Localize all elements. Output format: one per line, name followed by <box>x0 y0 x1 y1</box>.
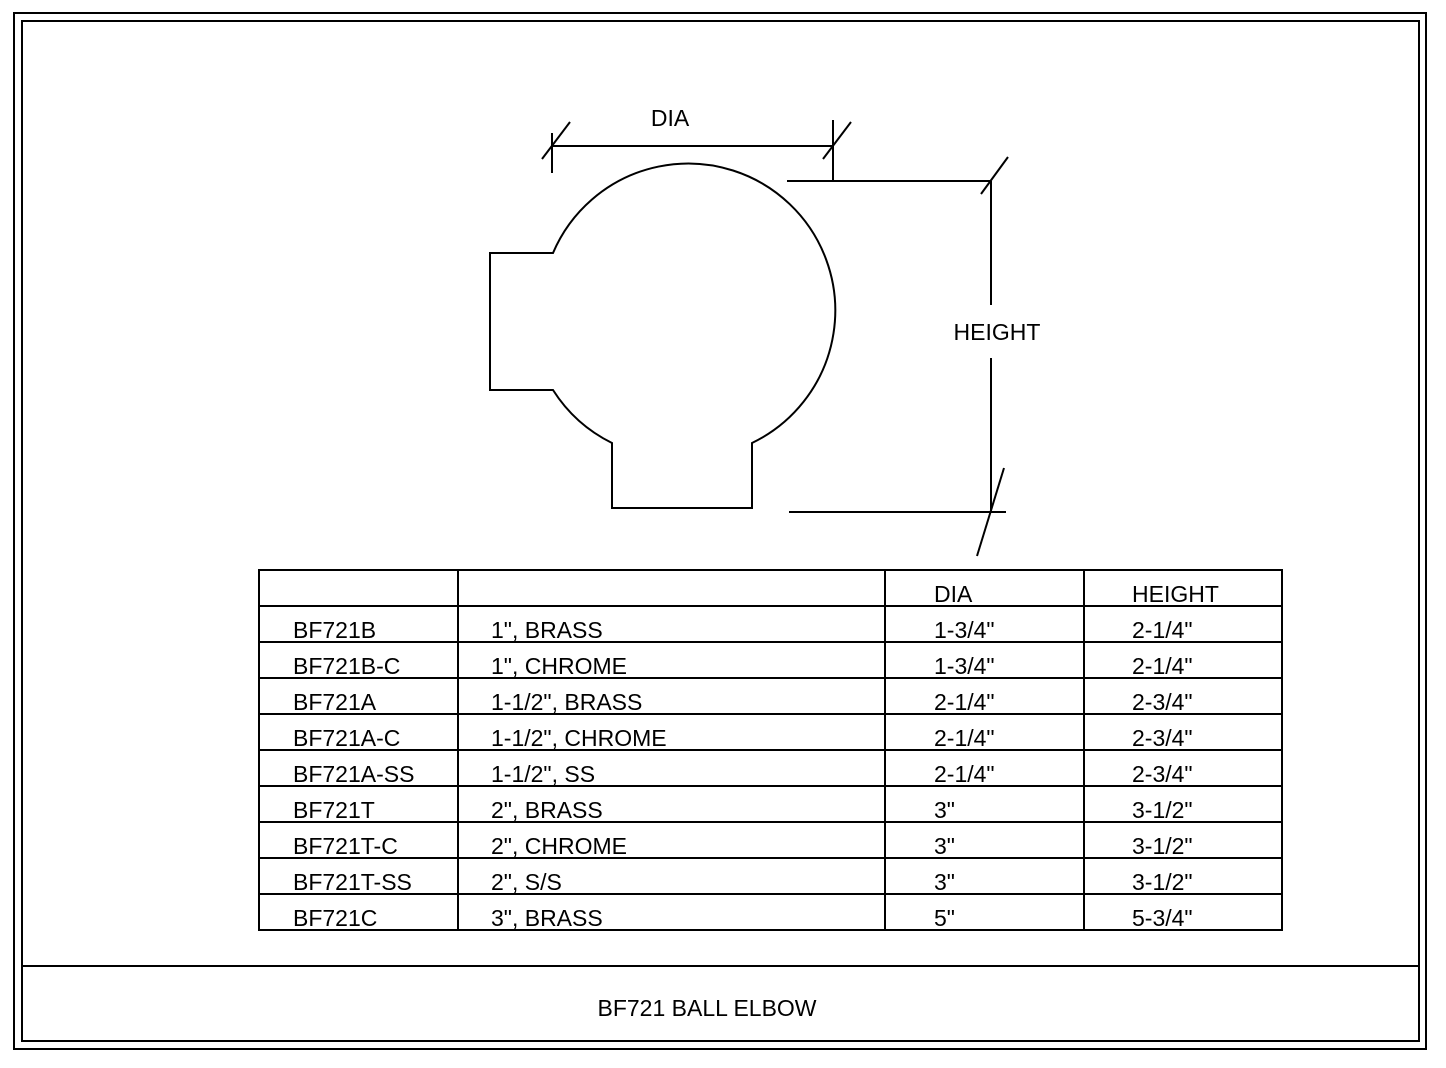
cell-description: 1", CHROME <box>457 641 886 679</box>
cell-dia: 3" <box>884 821 1085 859</box>
cell-description: 1-1/2", SS <box>457 749 886 787</box>
height-label: HEIGHT <box>954 319 1041 345</box>
cell-dia: 3" <box>884 857 1085 895</box>
cell-description: 1", BRASS <box>457 605 886 643</box>
cell-height: 2-1/4" <box>1083 641 1283 679</box>
height-tick-top <box>980 156 1009 195</box>
cell-part-number: BF721T-SS <box>258 857 459 895</box>
table-header-row: DIA HEIGHT <box>258 569 1283 607</box>
cell-description: 1-1/2", CHROME <box>457 713 886 751</box>
cell-height: 3-1/2" <box>1083 857 1283 895</box>
cell-dia: 1-3/4" <box>884 641 1085 679</box>
cell-height: 3-1/2" <box>1083 785 1283 823</box>
cell-dia: 2-1/4" <box>884 677 1085 715</box>
cell-description: 3", BRASS <box>457 893 886 931</box>
cell-description: 2", CHROME <box>457 821 886 859</box>
cell-description: 2", BRASS <box>457 785 886 823</box>
cell-dia: 3" <box>884 785 1085 823</box>
drawing-title: BF721 BALL ELBOW <box>597 995 817 1021</box>
cell-description: 1-1/2", BRASS <box>457 677 886 715</box>
dia-tick-left <box>541 121 571 160</box>
cell-part-number: BF721A-SS <box>258 749 459 787</box>
cell-part-number: BF721A-C <box>258 713 459 751</box>
cell-dia: 2-1/4" <box>884 749 1085 787</box>
ball-elbow-outline <box>489 162 837 509</box>
header-description <box>457 569 886 607</box>
dia-tick-right <box>822 121 852 160</box>
drawing-frame-inner <box>21 20 1420 1042</box>
cell-description: 2", S/S <box>457 857 886 895</box>
height-tick-bottom <box>976 467 1005 557</box>
dia-label: DIA <box>651 105 690 131</box>
cell-height: 2-1/4" <box>1083 605 1283 643</box>
header-dia: DIA <box>884 569 1085 607</box>
header-part-number <box>258 569 459 607</box>
cell-part-number: BF721A <box>258 677 459 715</box>
cell-part-number: BF721B-C <box>258 641 459 679</box>
drawing-frame-outer <box>13 12 1427 1050</box>
title-block-divider <box>21 965 1420 967</box>
cell-height: 2-3/4" <box>1083 677 1283 715</box>
header-height: HEIGHT <box>1083 569 1283 607</box>
cell-dia: 5" <box>884 893 1085 931</box>
cell-part-number: BF721C <box>258 893 459 931</box>
cell-part-number: BF721T <box>258 785 459 823</box>
cell-height: 3-1/2" <box>1083 821 1283 859</box>
cell-part-number: BF721T-C <box>258 821 459 859</box>
cell-height: 2-3/4" <box>1083 713 1283 751</box>
cell-part-number: BF721B <box>258 605 459 643</box>
cell-height: 5-3/4" <box>1083 893 1283 931</box>
cell-dia: 1-3/4" <box>884 605 1085 643</box>
cell-dia: 2-1/4" <box>884 713 1085 751</box>
cell-height: 2-3/4" <box>1083 749 1283 787</box>
